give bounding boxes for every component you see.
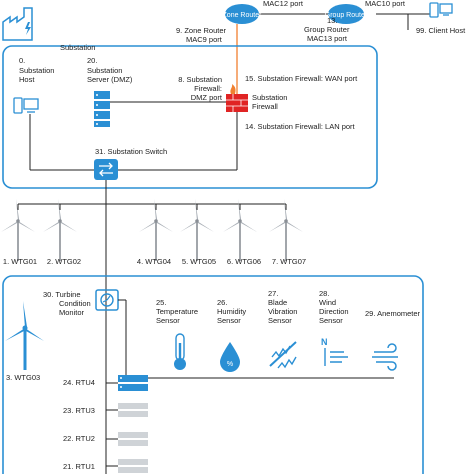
humidity-drop-icon[interactable]: %: [220, 342, 240, 372]
blade-vibration-label-3: Sensor: [268, 316, 292, 325]
humidity-sensor-number: 26.: [217, 298, 227, 307]
server-rack-icon: [94, 91, 110, 127]
wind-direction-label-2: Direction: [319, 307, 349, 316]
rtu3-label: 23. RTU3: [63, 406, 95, 415]
top-network: MAC12 port MAC10 port Zone Router Group …: [176, 0, 466, 44]
condition-monitor-icon[interactable]: [95, 289, 119, 311]
factory-icon: [2, 7, 33, 41]
wtg03-turbine-icon[interactable]: [5, 301, 44, 370]
group-router-icon[interactable]: Group Router: [325, 4, 368, 24]
firewall-dmz-label-2: Firewall:: [194, 84, 222, 93]
rtu2-label: 22. RTU2: [63, 434, 95, 443]
zone-router-label: 9. Zone Router: [176, 26, 227, 35]
rtu3-icon[interactable]: [118, 403, 148, 417]
humidity-sensor-label-2: Sensor: [217, 316, 241, 325]
substation-server[interactable]: 20. Substation Server (DMZ): [87, 56, 133, 127]
group-router-port-label: MAC13 port: [307, 34, 348, 43]
svg-text:N: N: [321, 337, 328, 347]
group-router-icon-label: Group Router: [325, 12, 368, 19]
condition-monitor-label: 30. Turbine: [43, 290, 81, 299]
firewall-icon[interactable]: [226, 84, 248, 112]
substation-host-label: Substation: [19, 66, 54, 75]
rtu2-icon[interactable]: [118, 432, 148, 446]
rtu1-label: 21. RTU1: [63, 462, 95, 471]
substation-box: Substation: [2, 7, 378, 189]
client-host-label: 99. Client Host: [416, 26, 466, 35]
firewall-name: Substation: [252, 93, 287, 102]
client-host-icon[interactable]: [429, 2, 453, 18]
substation-title: Substation: [60, 43, 95, 52]
group-router-number: 13.: [327, 16, 337, 25]
turbine-label-wtg07: 7. WTG07: [272, 257, 306, 266]
blade-vibration-label: Blade: [268, 298, 287, 307]
humidity-sensor-label: Humidity: [217, 307, 246, 316]
turbine-label-wtg01: 1. WTG01: [3, 257, 37, 266]
condition-monitor-label-2: Condition: [59, 299, 91, 308]
substation-switch-label: 31. Substation Switch: [95, 147, 167, 156]
firewall-dmz-label: 8. Substation: [178, 75, 222, 84]
blade-vibration-number: 27.: [268, 289, 278, 298]
blade-vibration-label-2: Vibration: [268, 307, 297, 316]
turbine-label-wtg02: 2. WTG02: [47, 257, 81, 266]
temperature-sensor-number: 25.: [156, 298, 166, 307]
substation-server-label: Substation: [87, 66, 122, 75]
anemometer-icon[interactable]: [372, 343, 398, 371]
mac10-port-label: MAC10 port: [365, 0, 406, 8]
turbine-label-wtg04: 4. WTG04: [137, 257, 171, 266]
zone-router-icon-label: Zone Router: [223, 12, 263, 19]
svg-text:%: %: [227, 361, 233, 368]
wind-direction-label: Wind: [319, 298, 336, 307]
wind-direction-number: 28.: [319, 289, 329, 298]
firewall-dmz-label-3: DMZ port: [191, 93, 223, 102]
zone-router-port-label: MAC9 port: [186, 35, 223, 44]
substation-host[interactable]: 0. Substation Host: [13, 56, 54, 114]
zone-router-icon[interactable]: Zone Router: [223, 4, 263, 24]
wind-direction-icon[interactable]: N: [321, 337, 348, 366]
turbine-label-wtg06: 6. WTG06: [227, 257, 261, 266]
temperature-sensor-label: Temperature: [156, 307, 198, 316]
wtg03-box: [2, 275, 424, 474]
mac12-port-label: MAC12 port: [263, 0, 304, 8]
substation-server-number: 20.: [87, 56, 97, 65]
group-router-label: Group Router: [304, 25, 350, 34]
substation-host-label-2: Host: [19, 75, 35, 84]
substation-server-label-2: Server (DMZ): [87, 75, 133, 84]
rtu1-icon[interactable]: [118, 459, 148, 473]
vibration-icon[interactable]: [269, 341, 297, 369]
firewall-name-2: Firewall: [252, 102, 278, 111]
rtu-links: [106, 382, 118, 467]
substation-host-number: 0.: [19, 56, 25, 65]
turbine-bus: [17, 203, 287, 210]
substation-host-icon: [13, 97, 39, 114]
anemometer-label: 29. Anemometer: [365, 309, 421, 318]
switch-icon[interactable]: [94, 159, 118, 180]
rtu4-label: 24. RTU4: [63, 378, 95, 387]
temperature-sensor-label-2: Sensor: [156, 316, 180, 325]
rtu4-icon[interactable]: [118, 375, 148, 391]
firewall-wan-label: 15. Substation Firewall: WAN port: [245, 74, 358, 83]
substation-links: [29, 101, 238, 474]
wind-direction-label-3: Sensor: [319, 316, 343, 325]
condition-monitor-label-3: Monitor: [59, 308, 85, 317]
turbine-label-wtg05: 5. WTG05: [182, 257, 216, 266]
thermometer-icon[interactable]: [174, 333, 186, 370]
wtg03-label: 3. WTG03: [6, 373, 40, 382]
firewall-lan-label: 14. Substation Firewall: LAN port: [245, 122, 356, 131]
